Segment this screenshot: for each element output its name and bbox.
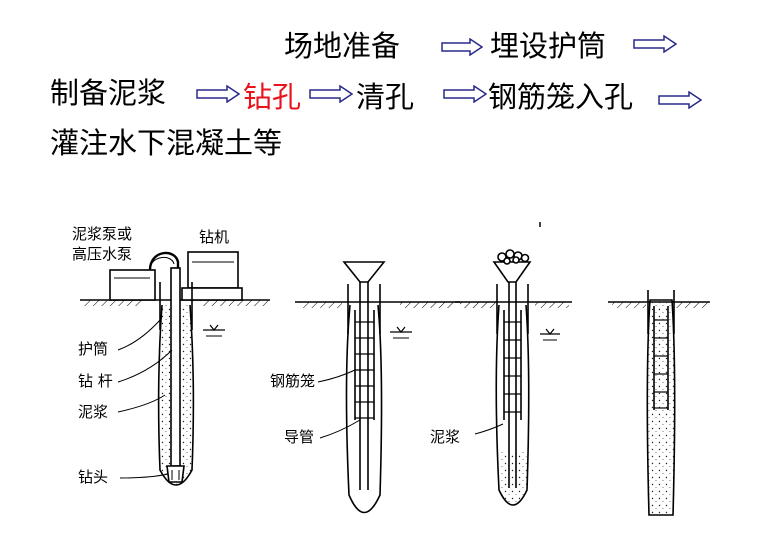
flow-arrow-icon (443, 85, 487, 103)
flow-arrow-icon (441, 38, 483, 56)
label-mud-pump: 泥浆泵或 (72, 225, 133, 243)
label-high-pressure-pump: 高压水泵 (72, 245, 133, 263)
step-site-prep: 场地准备 (284, 29, 401, 63)
label-mud-2: 泥浆 (430, 428, 461, 446)
flow-arrow-icon (658, 91, 702, 109)
step-cage-insert: 钢筋笼入孔 (488, 80, 634, 114)
label-mud-1: 泥浆 (78, 403, 109, 421)
panel-completed (608, 290, 710, 516)
panel-rebar-cage (295, 261, 460, 514)
label-drill-rod: 钻 杆 (78, 372, 113, 390)
label-tremie: 导管 (284, 428, 315, 446)
panel-pouring (455, 249, 572, 506)
panel-drilling (80, 251, 270, 486)
step-clean-hole: 清孔 (356, 80, 415, 114)
step-pour: 灌注水下混凝土等 (50, 126, 283, 160)
flow-arrow-icon (309, 85, 353, 103)
label-drill-rig: 钻机 (199, 228, 230, 246)
flow-arrow-icon (196, 85, 240, 103)
step-make-mud: 制备泥浆 (50, 76, 167, 110)
flow-arrow-icon (633, 35, 677, 53)
label-casing: 护筒 (78, 340, 109, 358)
step-bury-casing: 埋设护筒 (490, 29, 607, 63)
label-rebar-cage: 钢筋笼 (270, 372, 316, 390)
label-drill-bit: 钻头 (78, 468, 109, 486)
step-drill: 钻孔 (243, 80, 302, 114)
